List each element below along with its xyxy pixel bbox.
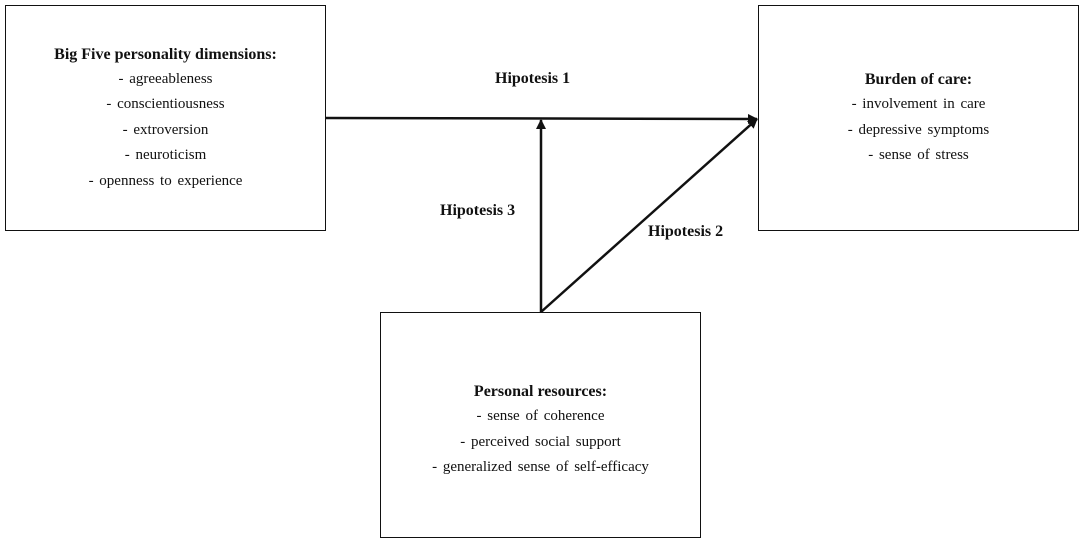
big-five-box: Big Five personality dimensions: - agree… [5,5,326,231]
hypothesis-2-label: Hipotesis 2 [648,223,724,240]
resources-item: - sense of coherence [476,408,605,425]
big-five-item: - neuroticism [124,147,207,164]
big-five-title: Big Five personality dimensions: [54,45,277,63]
hypothesis-1-label: Hipotesis 1 [495,70,571,87]
burden-title: Burden of care: [864,71,973,89]
resources-item: - generalized sense of self-efficacy [432,459,649,476]
resources-title: Personal resources: [473,383,608,401]
big-five-item: - openness to experience [88,172,243,189]
hypothesis-1-arrow [325,113,758,124]
burden-item: - depressive symptoms [847,121,990,138]
hypothesis-3-label: Hipotesis 3 [440,202,516,219]
big-five-item: - conscientiousness [106,96,225,113]
personal-resources-box: Personal resources: - sense of coherence… [380,312,701,538]
burden-item: - sense of stress [868,147,969,164]
burden-of-care-box: Burden of care: - involvement in care - … [758,5,1079,231]
big-five-item: - agreeableness [118,70,213,87]
hypothesis-2-arrow [540,118,758,313]
big-five-item: - extroversion [122,121,209,138]
burden-item: - involvement in care [851,96,986,113]
resources-item: - perceived social support [460,433,621,450]
